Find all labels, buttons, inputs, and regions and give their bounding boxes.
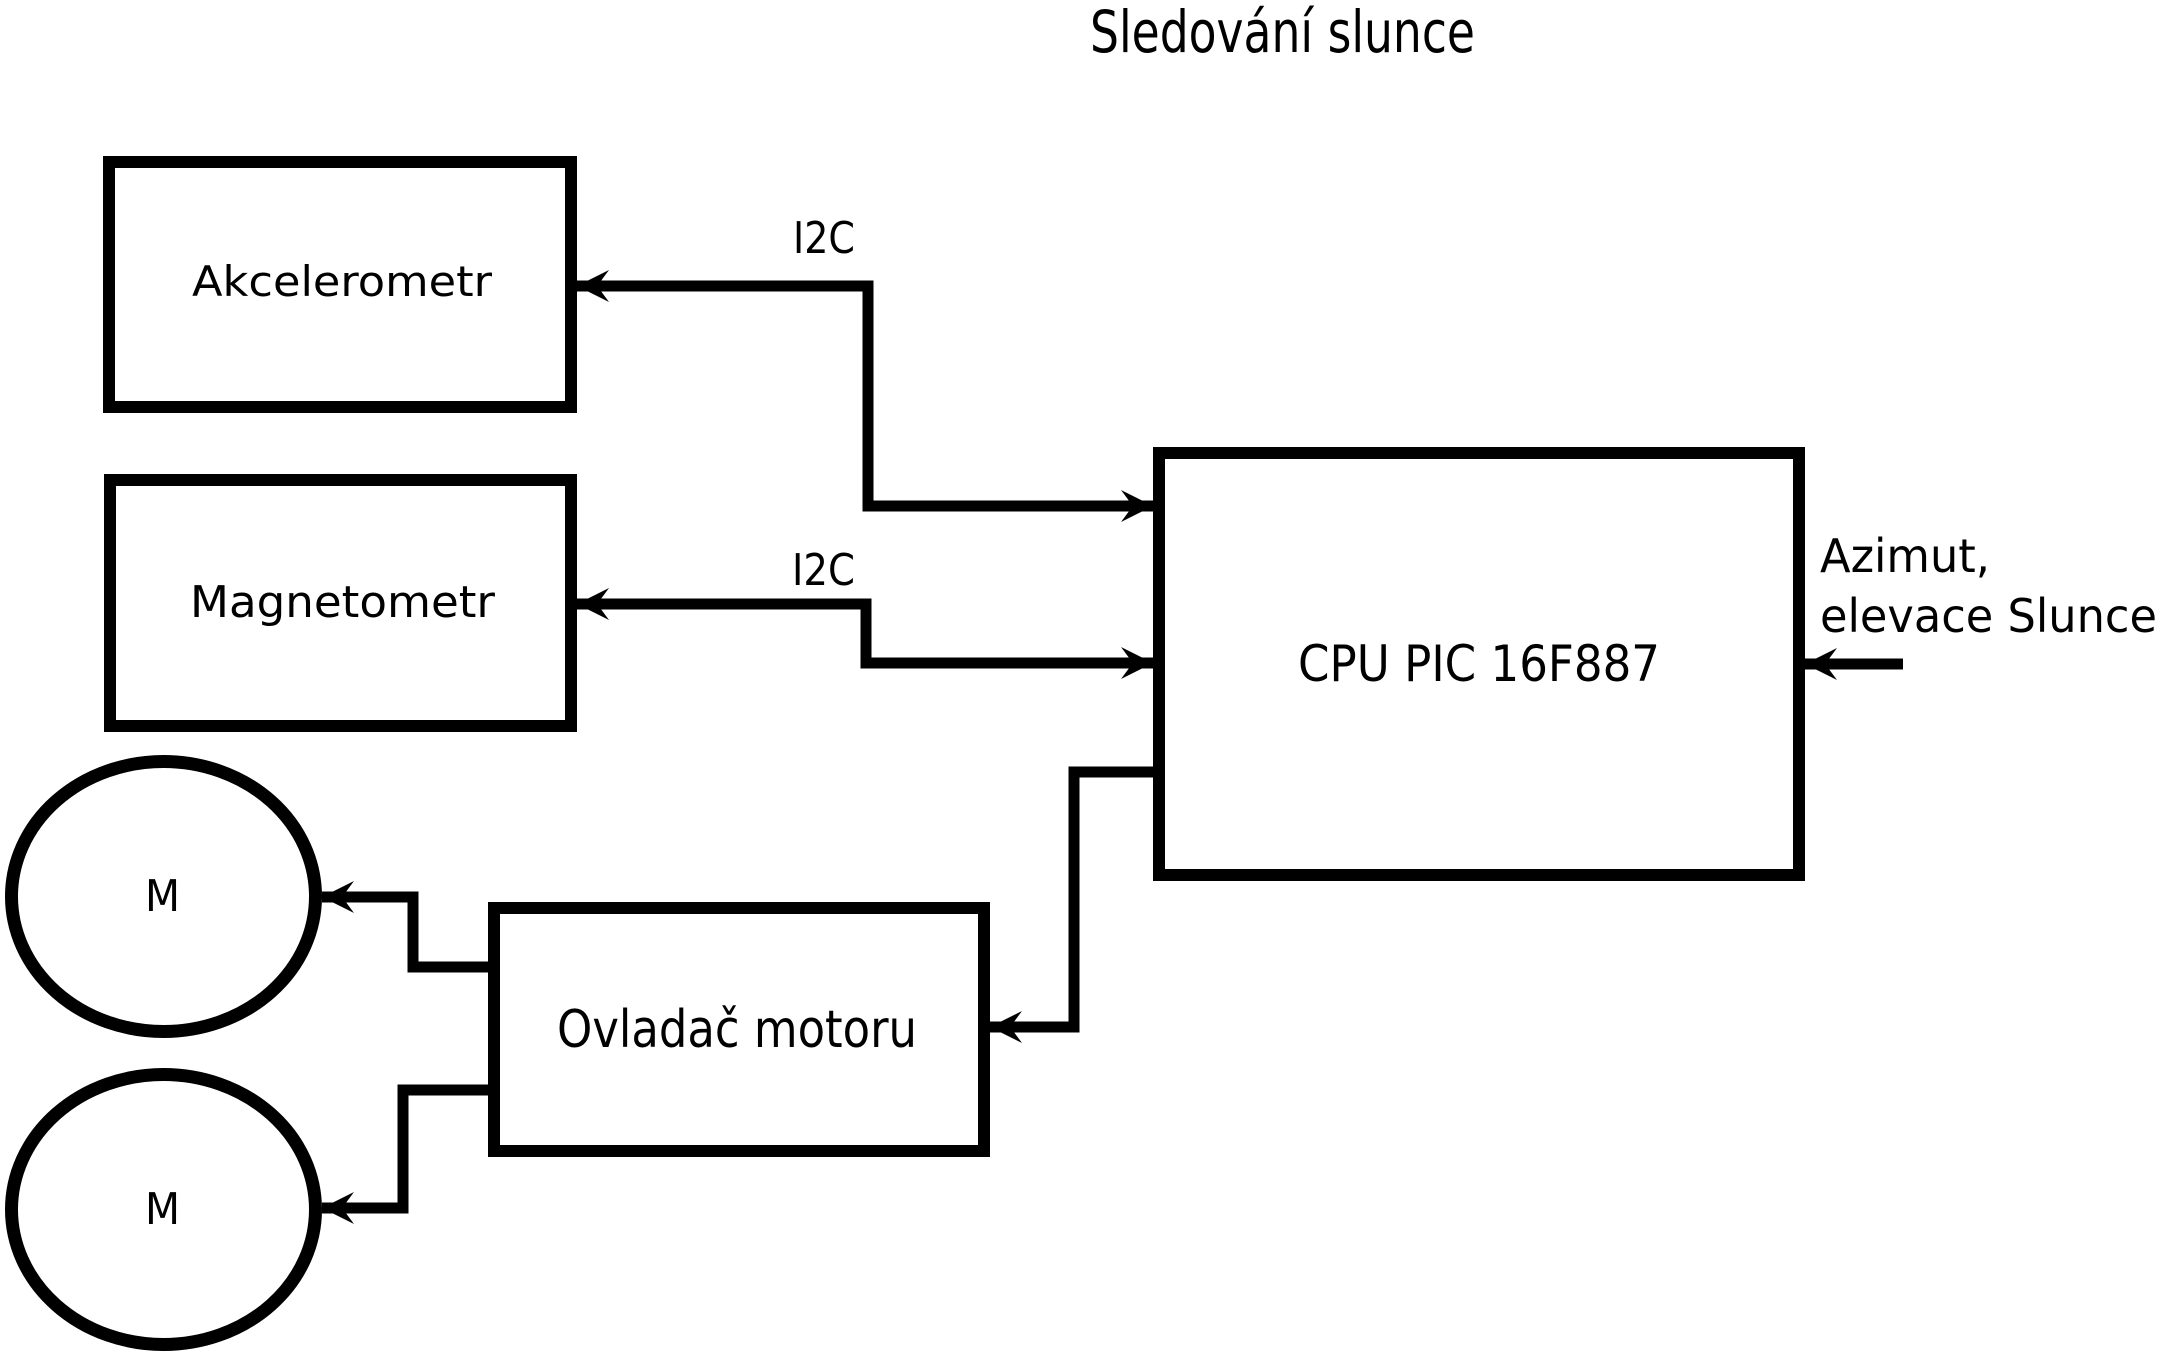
- node-cpu-label: CPU PIC 16F887: [1298, 635, 1660, 693]
- edge-driver-motor-bottom: [322, 1084, 494, 1224]
- node-motor-top-label: M: [145, 871, 180, 922]
- node-motor-bottom-label: M: [145, 1184, 180, 1235]
- node-accelerometer-label: Akcelerometr: [192, 257, 493, 306]
- diagram-title: Sledování slunce: [1090, 0, 1475, 66]
- node-cpu-box: [1153, 447, 1805, 881]
- node-motor-bottom-circle: [5, 1068, 322, 1351]
- azimuth-label-line1: Azimut,: [1820, 529, 1990, 583]
- node-motor-driver-label: Ovladač motoru: [557, 1000, 917, 1060]
- node-motor-driver-box: [488, 902, 990, 1157]
- node-magnetometer-label: Magnetometr: [190, 577, 496, 628]
- edge-driver-motor-top: [322, 881, 494, 973]
- i2c-label-top: I2C: [793, 213, 855, 264]
- node-accelerometer-box: [103, 156, 577, 413]
- azimuth-label-line2: elevace Slunce: [1820, 589, 2157, 643]
- node-magnetometer-box: [104, 474, 577, 732]
- edge-cpu-accelerometer: [577, 270, 1153, 522]
- i2c-label-bottom: I2C: [792, 545, 855, 596]
- node-motor-top-circle: [5, 755, 322, 1038]
- edge-cpu-magnetometer: [577, 588, 1153, 679]
- edge-cpu-motor-driver: [990, 766, 1159, 1043]
